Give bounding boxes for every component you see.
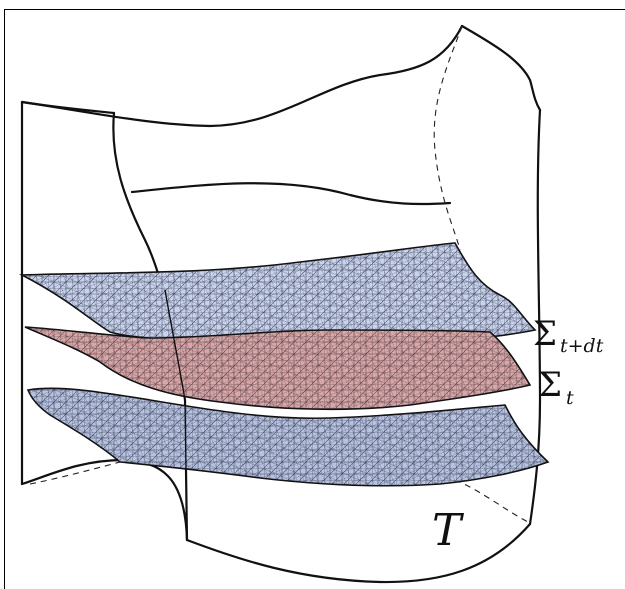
- volume-bottom-edge: [22, 460, 187, 540]
- region-label-T: T: [432, 505, 465, 556]
- hidden-edge-back-right: [434, 26, 462, 250]
- volume-middle-horizontal: [132, 183, 450, 204]
- sigma-symbol-upper: Σ: [533, 314, 557, 354]
- volume-top-back-edge: [22, 102, 114, 113]
- label-sigma-t-plus-dt: Σ t+dt: [533, 314, 604, 357]
- volume-top-right-edge: [462, 26, 540, 110]
- label-sigma-t: Σ t: [538, 365, 574, 409]
- sigma-symbol-middle: Σ: [538, 365, 562, 405]
- subscript-t: t: [566, 387, 574, 409]
- subscript-t-plus-dt: t+dt: [560, 335, 604, 357]
- hidden-edge-bottom-right: [455, 480, 528, 522]
- volume-bottom-front-edge: [187, 524, 530, 582]
